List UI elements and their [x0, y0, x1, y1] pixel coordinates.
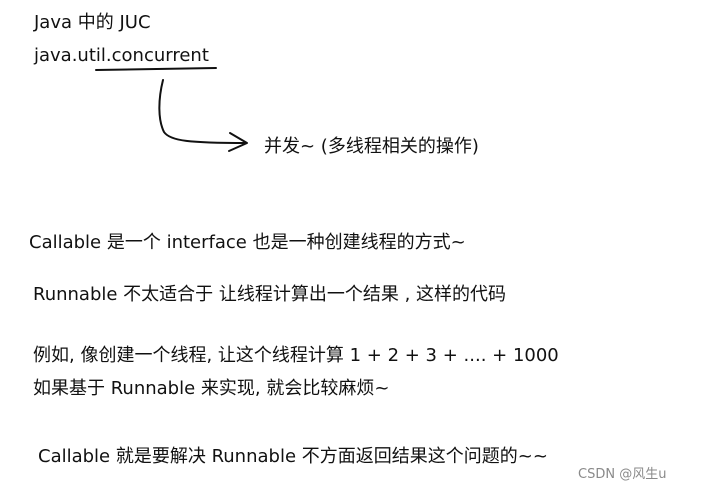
callable-intro: Callable 是一个 interface 也是一种创建线程的方式~ — [29, 232, 466, 253]
example-line: 例如, 像创建一个线程, 让这个线程计算 1 + 2 + 3 + .... + … — [33, 345, 559, 366]
arrow-head — [228, 132, 248, 152]
csdn-watermark: CSDN @风生u — [578, 467, 667, 482]
conclusion-line: Callable 就是要解决 Runnable 不方面返回结果这个问题的~~ — [38, 446, 548, 467]
runnable-limit: Runnable 不太适合于 让线程计算出一个结果 , 这样的代码 — [33, 284, 507, 305]
package-line: java.util.concurrent — [34, 45, 209, 66]
trouble-line: 如果基于 Runnable 来实现, 就会比较麻烦~ — [33, 378, 390, 399]
arrow-annotation: 并发~ (多线程相关的操作) — [264, 136, 479, 157]
title-line: Java 中的 JUC — [34, 12, 151, 33]
curved-arrow-shaft — [158, 79, 247, 144]
underline-stroke — [95, 67, 217, 71]
